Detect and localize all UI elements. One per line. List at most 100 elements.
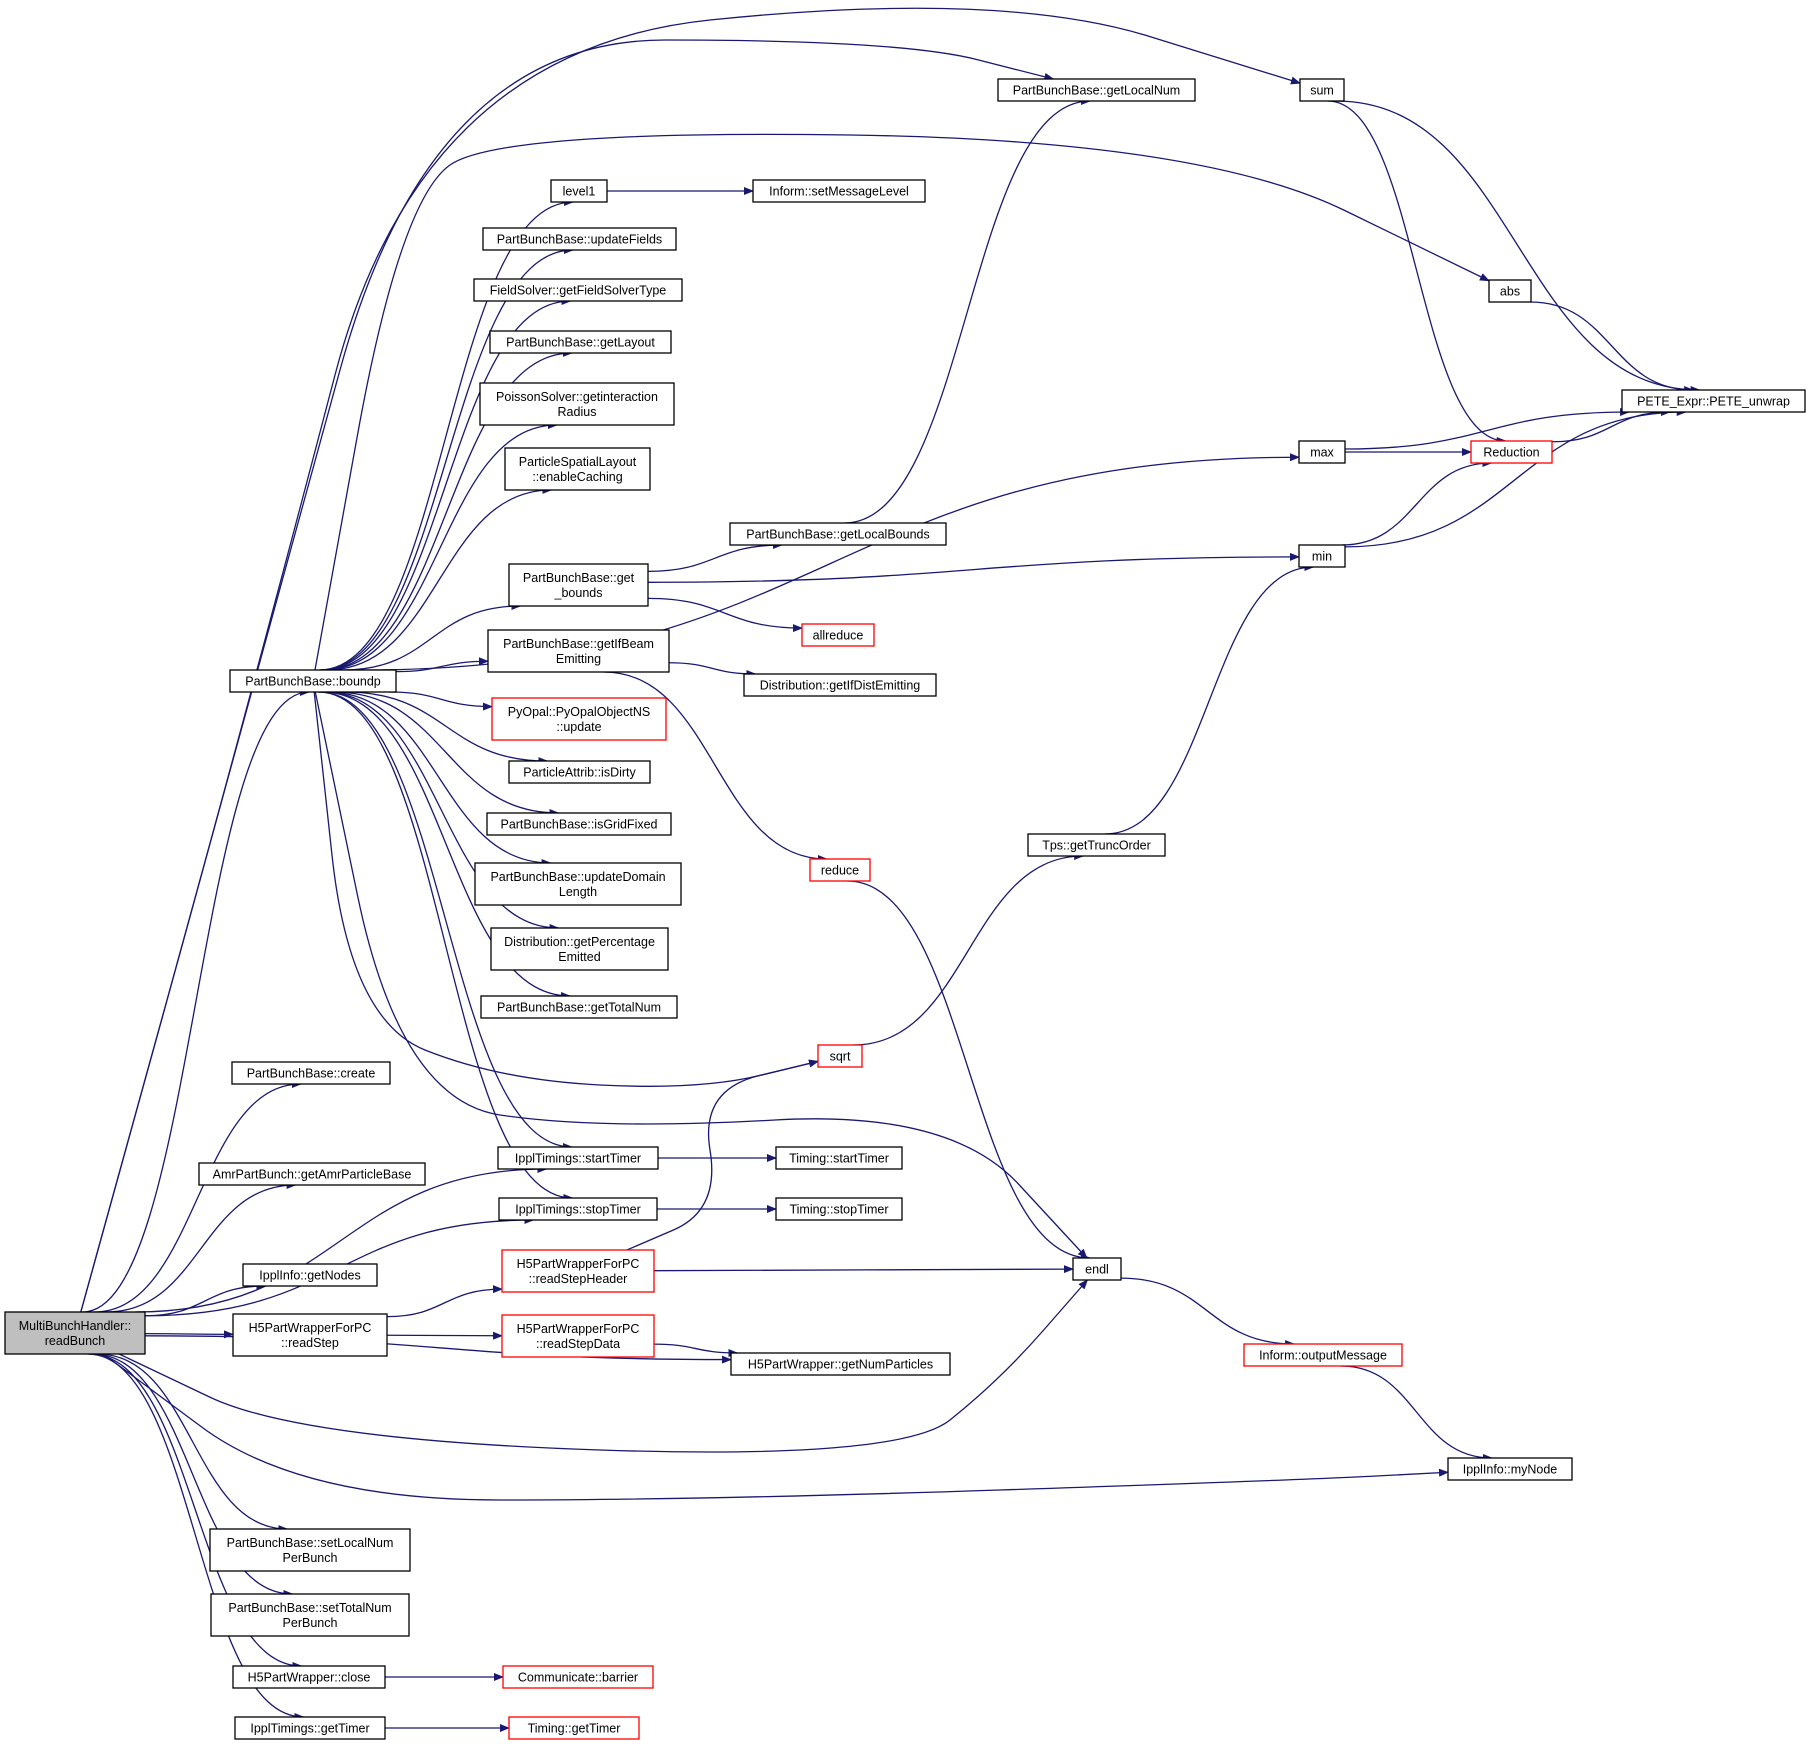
node-label: ParticleSpatialLayout [519,455,637,469]
node-readStepData[interactable]: H5PartWrapperForPC::readStepData [501,1314,655,1358]
node-getNodes[interactable]: IpplInfo::getNodes [242,1263,378,1287]
node-label: sum [1310,84,1334,98]
node-isGridFixed[interactable]: PartBunchBase::isGridFixed [486,812,672,836]
node-level1[interactable]: level1 [550,179,608,203]
node-getAmr[interactable]: AmrPartBunch::getAmrParticleBase [198,1162,426,1186]
node-box [234,1716,386,1740]
node-sqrt[interactable]: sqrt [817,1044,863,1068]
node-iStartTimer[interactable]: IpplTimings::startTimer [497,1146,659,1170]
node-label: ::update [556,720,601,734]
node-getLocalNum[interactable]: PartBunchBase::getLocalNum [997,78,1196,102]
node-box [775,1146,903,1170]
node-box [729,522,947,546]
edge-boundp-to-sqrt [313,691,819,1087]
node-close[interactable]: H5PartWrapper::close [232,1665,386,1689]
node-label: MultiBunchHandler:: [19,1319,132,1333]
node-getTimer[interactable]: IpplTimings::getTimer [234,1716,386,1740]
node-box [4,1311,146,1355]
node-box [1470,440,1553,464]
node-max[interactable]: max [1298,440,1346,464]
node-box [1299,78,1345,102]
node-box [198,1162,426,1186]
node-reduction[interactable]: Reduction [1470,440,1553,464]
node-reduce[interactable]: reduce [809,858,871,882]
node-getIfDist[interactable]: Distribution::getIfDistEmitting [743,673,937,697]
node-peteUnwrap[interactable]: PETE_Expr::PETE_unwrap [1621,389,1806,413]
edge-boundp-to-isDirty [345,691,549,765]
node-updateFields[interactable]: PartBunchBase::updateFields [482,227,677,251]
edge-boundp-to-getFSType [320,297,572,671]
node-box [498,1197,658,1221]
node-box [242,1263,378,1287]
edge-root-to-getTimer [87,1353,305,1721]
node-sum[interactable]: sum [1299,78,1345,102]
node-readStepHeader[interactable]: H5PartWrapperForPC::readStepHeader [501,1249,655,1293]
edge-sum-to-peteUnwrap [1335,100,1701,394]
node-enableCaching[interactable]: ParticleSpatialLayout::enableCaching [504,447,651,491]
node-label: PartBunchBase::getIfBeam [503,637,654,651]
node-label: PartBunchBase::get [523,571,635,585]
edge-boundp-to-isGridFixed [333,691,560,817]
node-label: IpplTimings::getTimer [250,1722,369,1736]
node-label: max [1310,446,1334,460]
node-setMsgLevel[interactable]: Inform::setMessageLevel [752,179,926,203]
node-allreduce[interactable]: allreduce [801,623,875,647]
node-tStopTimer[interactable]: Timing::stopTimer [775,1197,903,1221]
edge-boundp-to-getInteraction [323,421,558,671]
node-getLayout[interactable]: PartBunchBase::getLayout [489,330,672,354]
edge-readStepHeader-to-sqrt [626,1059,819,1251]
edge-boundp-to-enableCaching [326,486,553,671]
nodes-layer: MultiBunchHandler::readBunchPartBunchBas… [4,78,1806,1740]
node-box [809,858,871,882]
node-label: Tps::getTruncOrder [1042,839,1151,853]
node-boundp[interactable]: PartBunchBase::boundp [229,669,397,693]
edge-min-to-peteUnwrap [1344,408,1687,548]
node-getLocalBounds[interactable]: PartBunchBase::getLocalBounds [729,522,947,546]
node-box [504,447,651,491]
node-label: PartBunchBase::setTotalNum [228,1601,391,1615]
node-iStopTimer[interactable]: IpplTimings::stopTimer [498,1197,658,1221]
node-outputMessage[interactable]: Inform::outputMessage [1243,1343,1403,1367]
node-min[interactable]: min [1298,544,1346,568]
node-pyUpdate[interactable]: PyOpal::PyOpalObjectNS::update [491,697,667,741]
node-box [491,697,667,741]
node-getFSType[interactable]: FieldSolver::getFieldSolverType [473,278,683,302]
edge-readStepHeader-to-endl [653,1265,1074,1274]
node-label: H5PartWrapperForPC [517,1322,640,1336]
edge-boundp-to-getBounds [343,602,522,671]
node-isDirty[interactable]: ParticleAttrib::isDirty [508,760,651,784]
node-myNode[interactable]: IpplInfo::myNode [1447,1457,1573,1481]
node-label: Inform::setMessageLevel [769,185,909,199]
node-box [232,1313,388,1357]
node-label: Radius [558,405,597,419]
node-root[interactable]: MultiBunchHandler::readBunch [4,1311,146,1355]
node-getNumParticles[interactable]: H5PartWrapper::getNumParticles [730,1352,951,1376]
node-getTruncOrder[interactable]: Tps::getTruncOrder [1027,833,1166,857]
node-create[interactable]: PartBunchBase::create [231,1061,391,1085]
node-box [1298,440,1346,464]
node-endl[interactable]: endl [1072,1257,1122,1281]
node-getBounds[interactable]: PartBunchBase::get_bounds [508,563,649,607]
node-readStep[interactable]: H5PartWrapperForPC::readStep [232,1313,388,1357]
node-label: readBunch [45,1334,106,1348]
node-label: H5PartWrapper::getNumParticles [748,1358,933,1372]
node-box [817,1044,863,1068]
edge-endl-to-outputMessage [1120,1277,1296,1348]
node-box [1072,1257,1122,1281]
node-abs[interactable]: abs [1488,279,1532,303]
node-box [1447,1457,1573,1481]
node-barrier[interactable]: Communicate::barrier [502,1665,654,1689]
node-tStartTimer[interactable]: Timing::startTimer [775,1146,903,1170]
node-tGetTimer[interactable]: Timing::getTimer [508,1716,640,1740]
node-getTotalNum[interactable]: PartBunchBase::getTotalNum [480,995,678,1019]
node-box [1298,544,1346,568]
edge-readStepData-to-getNumParticles [653,1343,739,1357]
node-label: PartBunchBase::getTotalNum [497,1001,661,1015]
